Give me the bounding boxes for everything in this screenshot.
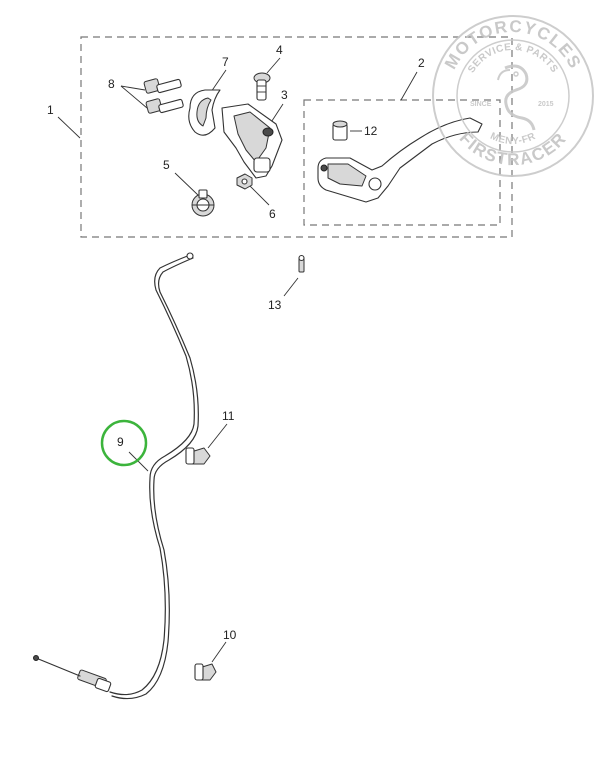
watermark-location-text: MENY-FR (488, 131, 537, 147)
part-4-screw (253, 72, 271, 101)
callout-13: 13 (268, 298, 282, 312)
callout-9: 9 (117, 435, 124, 449)
part-2-lever (317, 117, 483, 203)
watermark-bottom-text: FIRSTRACER (456, 128, 569, 169)
callout-3: 3 (281, 88, 288, 102)
callout-6: 6 (269, 207, 276, 221)
callout-8: 8 (108, 77, 115, 91)
svg-text:FIRSTRACER: FIRSTRACER (456, 128, 571, 169)
callout-2: 2 (418, 56, 425, 70)
watermark-middle-text: SERVICE & PARTS (466, 42, 559, 75)
part-13-clip (298, 254, 305, 273)
part-9-clutch-cable (33, 252, 199, 700)
callout-5: 5 (163, 158, 170, 172)
callout-12: 12 (364, 124, 378, 138)
highlight-ring-callout-9 (100, 419, 148, 467)
part-11-cable-clip (185, 447, 211, 465)
callout-1: 1 (47, 103, 54, 117)
svg-text:SERVICE & PARTS: SERVICE & PARTS (466, 42, 560, 75)
part-5-adjuster (191, 189, 215, 217)
callout-labels: 1 2 3 4 5 6 7 8 9 10 11 12 13 (47, 43, 425, 642)
assembly-box-lever (303, 99, 501, 226)
callout-7: 7 (222, 55, 229, 69)
cobra-emblem-icon (497, 64, 536, 131)
watermark-since: SINCE (470, 101, 492, 108)
assembly-box-outer (80, 36, 513, 238)
callout-11: 11 (222, 409, 235, 423)
svg-text:MENY-FR: MENY-FR (488, 131, 537, 147)
watermark-year: 2015 (538, 101, 554, 108)
callout-10: 10 (223, 628, 237, 642)
part-7-clamp (188, 89, 221, 136)
part-10-cable-clip (194, 663, 217, 681)
firstracer-watermark: MOTORCYCLES FIRSTRACER SERVICE & PARTS M… (432, 15, 594, 177)
part-3-lever-bracket (221, 103, 283, 179)
part-12-bush (332, 120, 348, 141)
part-6-nut (236, 173, 253, 190)
part-8-bolts (143, 78, 184, 114)
callout-4: 4 (276, 43, 283, 57)
